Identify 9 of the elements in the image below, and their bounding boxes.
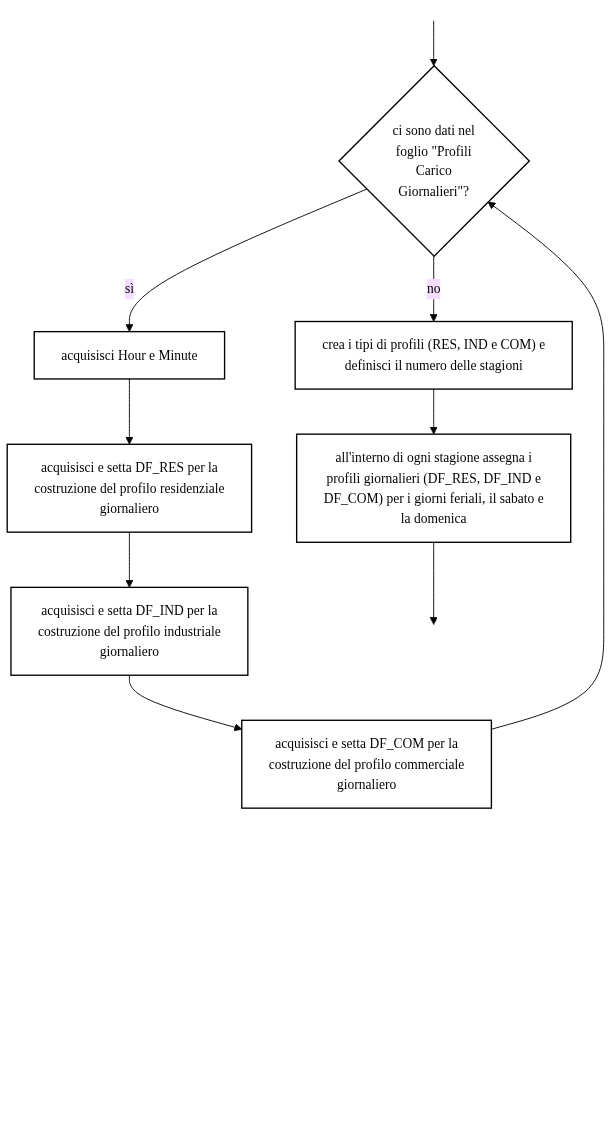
edge-label: sì <box>124 281 134 296</box>
node-box: acquisisci e setta DF_IND per la costruzione del profilo industriale giornaliero <box>10 586 249 676</box>
node-diamond: ci sono dati nel foglio "Profili Carico Giornalieri"? <box>338 64 531 258</box>
node-box: acquisisci e setta DF_RES per la costruzione del profilo residenziale giornaliero <box>6 443 253 533</box>
edge-label: no <box>426 281 441 296</box>
node-box: acquisisci e setta DF_COM per la costruzione del profilo commerciale giornaliero <box>241 719 493 809</box>
node-box: acquisisci Hour e Minute <box>33 330 226 380</box>
node-box: crea i tipi di profili (RES, IND e COM) e definisci il numero delle stagioni <box>294 320 573 390</box>
node-box: all'interno di ogni stagione assegna i profili giornalieri (DF_RES, DF_IND e DF_COM) per i giorni feriali, il sabato e la domenica <box>295 433 572 543</box>
